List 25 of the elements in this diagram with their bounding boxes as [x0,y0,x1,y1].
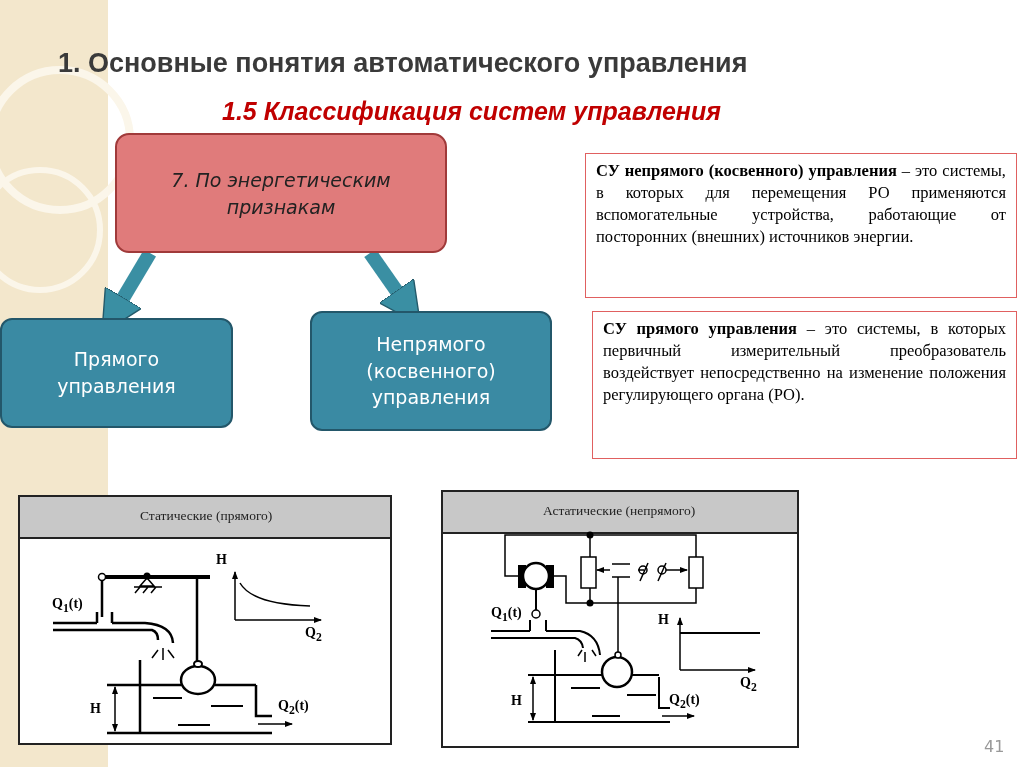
subtitle: 1.5 Классификация систем управления [222,97,721,126]
category-box [115,133,447,253]
box-label: Прямого управления [56,347,177,399]
flow-label: Q$_{1}$(t) [52,596,83,615]
axis-label: Q$_{2}$ [305,625,322,644]
slide-title: 1. Основные понятия автоматического управления [58,48,748,79]
class-box [310,311,552,431]
dimension-label: H [511,693,522,709]
axis-label: H [658,612,669,628]
axis-label: Q$_{2}$ [740,675,757,694]
flow-label: Q$_{1}$(t) [491,605,522,624]
dimension-label: H [90,701,101,717]
figure-header: Астатические (непрямого) [543,503,696,519]
class-box [0,318,233,428]
definition-box [585,153,1017,298]
page-number: 41 [984,737,1005,756]
definition-box [592,311,1017,459]
definition-text: СУ прямого управления – это системы, в которых первичный измерительный преобразователь воздействует непосредственно на изменение положения регулирующего органа (РО). [603,319,1006,404]
flow-label: Q$_{2}$(t) [278,698,309,717]
figure-header: Статические (прямого) [140,508,273,524]
axis-label: H [216,552,227,568]
box-label: 7. По энергетическим признакам [171,168,391,220]
box-label: Непрямого (косвенного) управления [365,332,497,411]
definition-text: СУ непрямого (косвенного) управления – это системы, в которых для перемещения РО применяются вспомогательные устройства, работающие от посторонних (внешних) источников энергии. [596,161,1006,246]
flow-label: Q$_{2}$(t) [669,692,700,711]
